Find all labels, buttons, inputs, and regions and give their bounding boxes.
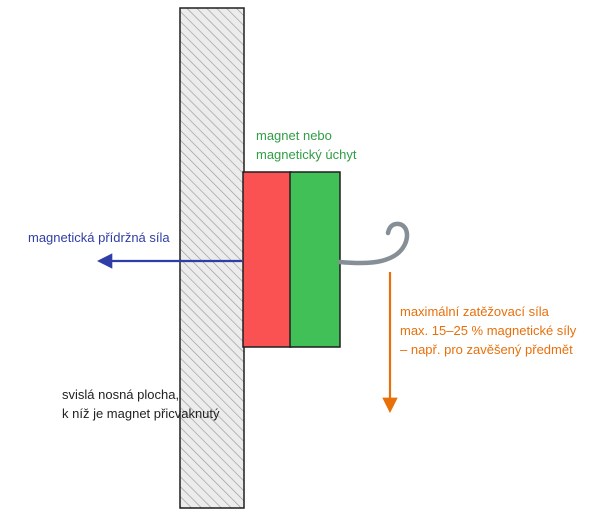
magnet-label-line-2: magnetický úchyt bbox=[256, 147, 357, 162]
magnet-pole-green bbox=[289, 171, 341, 348]
holding-force-label: magnetická přídržná síla bbox=[28, 228, 170, 247]
load-force-label-line-3: – např. pro zavěšený předmět bbox=[400, 342, 573, 357]
hook bbox=[337, 221, 410, 266]
load-force-label-line-2: max. 15–25 % magnetické síly bbox=[400, 323, 577, 338]
magnet-label-line-1: magnet nebo bbox=[256, 128, 332, 143]
magnet-label: magnet nebo magnetický úchyt bbox=[256, 126, 356, 164]
load-force-label: maximální zatěžovací síla max. 15–25 % m… bbox=[400, 302, 576, 359]
load-force-label-line-1: maximální zatěžovací síla bbox=[400, 304, 549, 319]
magnet bbox=[242, 171, 341, 348]
surface-label-line-2: k níž je magnet přicvaknutý bbox=[62, 406, 220, 421]
magnet-pole-red bbox=[242, 171, 292, 348]
holding-force-label-text: magnetická přídržná síla bbox=[28, 230, 170, 245]
surface-label: svislá nosná plocha, k níž je magnet při… bbox=[62, 385, 220, 423]
surface-label-line-1: svislá nosná plocha, bbox=[62, 387, 180, 402]
vertical-surface bbox=[179, 7, 245, 509]
